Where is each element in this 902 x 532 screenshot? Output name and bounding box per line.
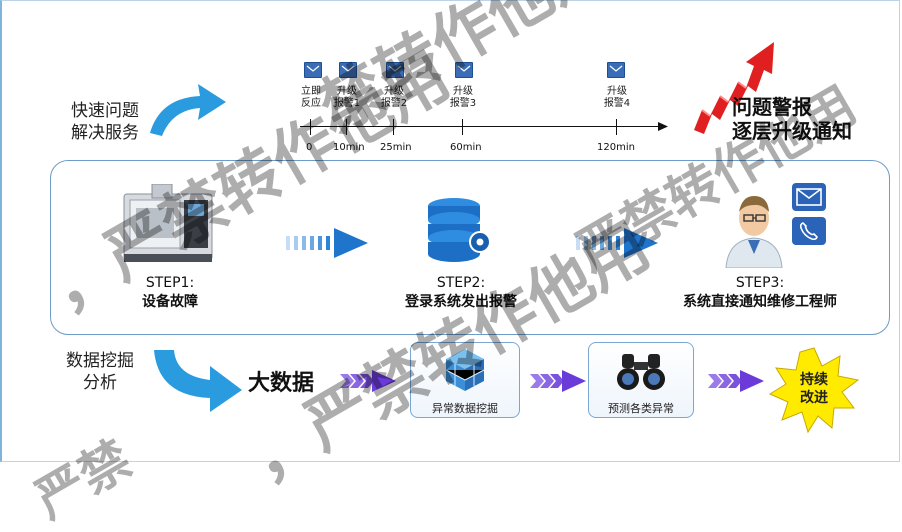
alarm-title: 问题警报 逐层升级通知 xyxy=(732,95,852,143)
event-label: 升级报警4 xyxy=(603,86,631,109)
event-time: 25min xyxy=(380,142,412,153)
flow-arrow-icon xyxy=(576,228,658,258)
event-label: 升级报警2 xyxy=(380,86,408,109)
timeline-tick xyxy=(616,119,617,135)
anomaly-mining-caption: 异常数据挖掘 xyxy=(432,402,498,415)
event-time: 120min xyxy=(597,142,635,153)
cnc-machine-icon xyxy=(123,184,213,262)
timeline-arrowhead-icon xyxy=(658,122,668,131)
timeline-tick xyxy=(462,119,463,135)
step1-label: STEP1: 设备故障 xyxy=(142,275,198,310)
timeline-tick xyxy=(310,119,311,135)
event-time: 60min xyxy=(450,142,482,153)
event-label: 升级报警3 xyxy=(449,86,477,109)
curved-arrow-down-icon xyxy=(154,350,242,412)
predict-anomaly-box xyxy=(588,342,694,418)
mail-icon xyxy=(386,62,404,78)
step3-label: STEP3: 系统直接通知维修工程师 xyxy=(683,275,837,310)
service-label: 快速问题 解决服务 xyxy=(71,101,139,143)
timeline-tick xyxy=(346,119,347,135)
flow-arrow-icon xyxy=(286,228,368,258)
data-cube-icon xyxy=(445,349,485,391)
diagram-frame xyxy=(0,0,900,462)
predict-anomaly-caption: 预测各类异常 xyxy=(608,402,674,415)
event-label: 立即反应 xyxy=(301,86,321,109)
step2-label: STEP2: 登录系统发出报警 xyxy=(405,275,517,310)
timeline-tick xyxy=(393,119,394,135)
mail-icon xyxy=(455,62,473,78)
engineer-avatar-icon xyxy=(725,196,783,268)
chevron-arrow-icon xyxy=(708,370,764,392)
escalation-arrow-icon xyxy=(694,42,774,134)
improvement-star-icon xyxy=(768,347,860,434)
flow-panel xyxy=(50,160,890,335)
mining-label: 数据挖掘 分析 xyxy=(66,351,134,393)
curved-arrow-icon xyxy=(150,84,226,136)
improvement-label: 持续 改进 xyxy=(800,372,828,406)
mail-icon xyxy=(304,62,322,78)
timeline-axis xyxy=(300,126,662,127)
mail-icon xyxy=(792,183,826,211)
phone-icon xyxy=(792,217,826,245)
event-time: 10min xyxy=(333,142,365,153)
bigdata-label: 大数据 xyxy=(248,371,315,396)
chevron-arrow-icon xyxy=(340,370,396,392)
binoculars-icon xyxy=(617,354,665,390)
mail-icon xyxy=(607,62,625,78)
chevron-arrow-icon xyxy=(530,370,586,392)
event-time: 0 xyxy=(306,142,313,153)
event-label: 升级报警1 xyxy=(333,86,361,109)
database-icon xyxy=(428,198,491,262)
mail-icon xyxy=(339,62,357,78)
